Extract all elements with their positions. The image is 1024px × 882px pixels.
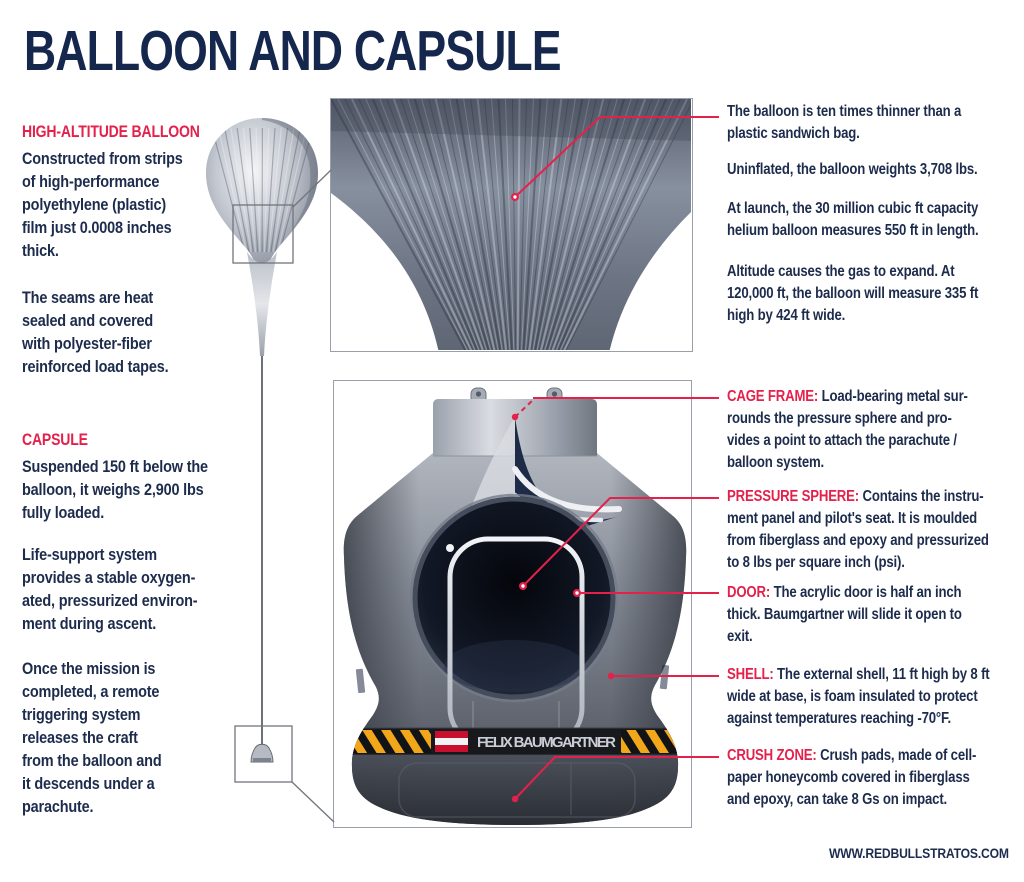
capsule-paragraph: Once the mission is completed, a remote … (22, 659, 162, 816)
capsule-paragraph: Suspended 150 ft below the balloon, it w… (22, 457, 208, 522)
austrian-flag-icon (435, 731, 468, 752)
capsule-mini-icon (250, 743, 274, 763)
callout-crush-zone: CRUSH ZONE: Crush pads, made of cell- pa… (727, 745, 1024, 811)
callout-shell: SHELL: The external shell, 11 ft high by… (727, 664, 1024, 730)
balloon-fact: Uninflated, the balloon weights 3,708 lb… (727, 161, 978, 178)
callout-text: The acrylic door is half an inch thick. … (727, 584, 962, 645)
website-url: WWW.REDBULLSTRATOS.COM (829, 846, 1009, 861)
pilot-name-text: FELIX BAUMGARTNER (477, 734, 617, 751)
callout-text: Contains the instru- ment panel and pilo… (727, 488, 989, 571)
zoom-box-mini-capsule (234, 725, 293, 783)
hazard-stripes-left (351, 730, 431, 753)
capsule-section-heading: CAPSULE (22, 431, 88, 449)
callout-label: SHELL: (727, 666, 774, 683)
connector-line-bottom (291, 781, 335, 823)
page-title: BALLOON AND CAPSULE (24, 19, 562, 83)
balloon-neck (247, 252, 277, 356)
callout-pressure-sphere: PRESSURE SPHERE: Contains the instru- me… (727, 486, 1024, 574)
balloon-paragraph: Constructed from strips of high-performa… (22, 149, 183, 260)
balloon-fact: At launch, the 30 million cubic ft capac… (727, 200, 979, 239)
balloon-fact: Altitude causes the gas to expand. At 12… (727, 263, 979, 324)
callout-label: CAGE FRAME: (727, 388, 819, 405)
callout-cage-frame: CAGE FRAME: Load-bearing metal sur- roun… (727, 386, 1024, 474)
balloon-section-heading: HIGH-ALTITUDE BALLOON (22, 123, 200, 141)
callout-text: Crush pads, made of cell- paper honeycom… (727, 747, 977, 808)
zoom-box-balloon-neck (232, 204, 294, 264)
porthole (409, 493, 619, 703)
balloon-fact: The balloon is ten times thinner than a … (727, 103, 962, 142)
capsule-illustration: FELIX BAUMGARTNER (333, 380, 692, 828)
balloon-fabric-closeup (330, 98, 693, 352)
callout-text: The external shell, 11 ft high by 8 ft w… (727, 666, 990, 727)
balloon-paragraph: The seams are heat sealed and covered wi… (22, 288, 169, 376)
callout-label: CRUSH ZONE: (727, 747, 817, 764)
callout-door: DOOR: The acrylic door is half an inch t… (727, 582, 1024, 648)
balloon-facts-column: The balloon is ten times thinner than a … (727, 101, 1024, 343)
callout-text: Load-bearing metal sur- rounds the press… (727, 388, 968, 471)
capsule-paragraph: Life-support system provides a stable ox… (22, 545, 198, 633)
connector-line-top (292, 169, 332, 208)
left-text-column: HIGH-ALTITUDE BALLOON Constructed from s… (22, 122, 240, 842)
callout-label: DOOR: (727, 584, 771, 601)
callout-label: PRESSURE SPHERE: (727, 488, 860, 505)
hazard-stripes-right (621, 730, 683, 753)
side-markings (355, 664, 670, 694)
pilot-banner: FELIX BAUMGARTNER (344, 727, 687, 756)
crush-zone-pads (344, 755, 687, 825)
